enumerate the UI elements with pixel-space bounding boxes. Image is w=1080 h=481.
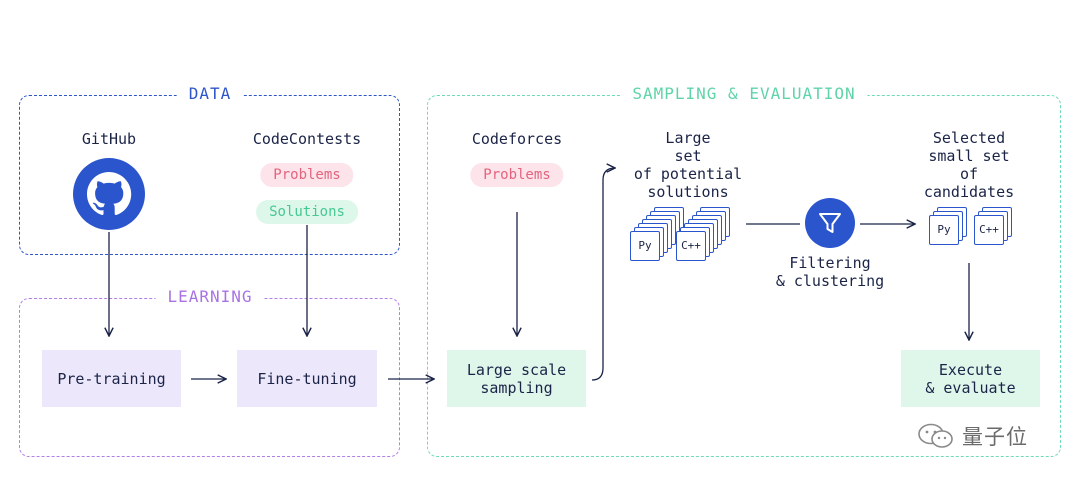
codeforces-problems-pill: Problems xyxy=(470,163,564,187)
selected-cpp-card-label: C++ xyxy=(979,223,999,236)
cpp-card-label: C++ xyxy=(681,239,701,252)
watermark: 量子位 xyxy=(916,421,1028,451)
sampling-section-title: SAMPLING & EVALUATION xyxy=(620,84,868,104)
data-section-title: DATA xyxy=(176,84,244,104)
potential-solutions-stack: Py C++ xyxy=(630,207,740,267)
py-card-label: Py xyxy=(638,239,652,252)
execute-evaluate-box: Execute & evaluate xyxy=(901,350,1040,407)
watermark-text: 量子位 xyxy=(962,425,1028,449)
filter-icon xyxy=(805,198,855,248)
github-label: GitHub xyxy=(81,130,137,148)
codecontests-label: CodeContests xyxy=(252,130,362,148)
large-set-label: Large set of potential solutions xyxy=(633,129,743,201)
finetuning-box: Fine-tuning xyxy=(237,350,377,407)
selected-label: Selected small set of candidates xyxy=(923,129,1015,201)
pretraining-box: Pre-training xyxy=(42,350,181,407)
selected-candidates-stack: Py C++ xyxy=(929,207,1019,247)
learning-section-title: LEARNING xyxy=(155,287,265,307)
selected-py-card-label: Py xyxy=(937,223,951,236)
github-icon xyxy=(73,158,145,230)
codecontests-problems-pill: Problems xyxy=(260,163,354,187)
large-scale-sampling-box: Large scale sampling xyxy=(447,350,586,407)
codecontests-solutions-pill: Solutions xyxy=(256,200,358,224)
codeforces-label: Codeforces xyxy=(471,130,563,148)
filtering-label: Filtering & clustering xyxy=(775,254,885,290)
wechat-icon xyxy=(918,423,953,448)
